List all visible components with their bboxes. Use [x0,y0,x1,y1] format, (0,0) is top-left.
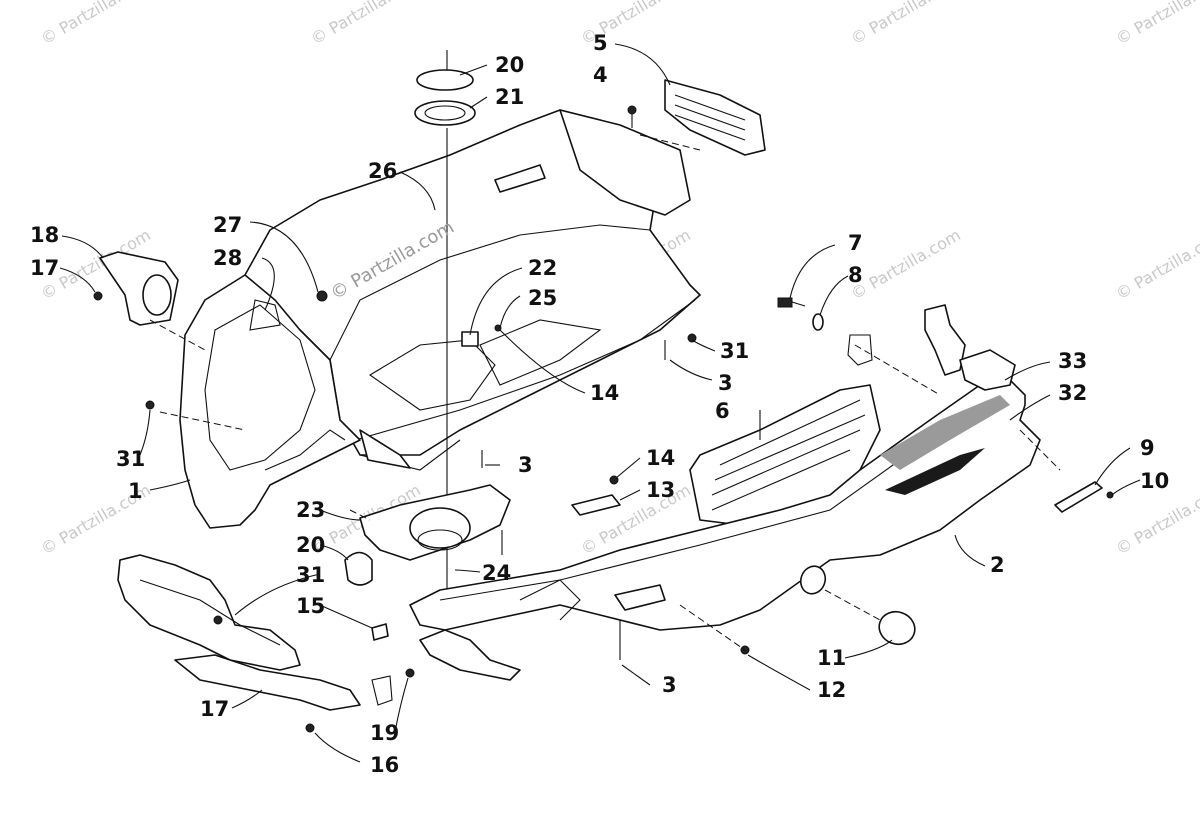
watermark: © Partzilla.com [308,0,424,48]
callout-15: 15 [296,594,325,618]
screw-31-icon [213,615,223,625]
screw-31-icon [145,400,155,410]
callout-16: 16 [370,753,399,777]
plate-part-25 [359,484,511,561]
callout-23: 21 [495,85,524,109]
callout-1: 1 [128,479,143,503]
callout-2: 2 [990,553,1005,577]
callout-5: 5 [593,31,608,55]
cap-part-11 [799,565,916,646]
screw-10-icon [1106,491,1114,499]
slot-icon [494,164,546,193]
callout-26: 24 [482,561,511,585]
watermark: © Partzilla.com [848,225,964,303]
assembly-lines [149,134,1061,651]
belly-pan-part-28 [244,109,701,471]
callout-10: 10 [1140,469,1169,493]
fasteners [145,105,1114,733]
callout-22: 20 [495,53,524,77]
clamp-part-19 [344,551,373,586]
callout-25: 23 [296,498,325,522]
bracket-13-icon [571,494,621,516]
callout-12: 12 [817,678,846,702]
callout-21: 18 [30,223,59,247]
watermark: © Partzilla.com [38,0,154,48]
callout-7: 7 [848,231,863,255]
screw-16-icon [305,723,315,733]
callout-3a: 3 [718,371,733,395]
bumper-part-17 [117,554,361,711]
boot-opening [142,274,172,316]
running-board-part-2 [409,379,1041,681]
badge-part-9 [1054,481,1103,513]
callout-24: 22 [528,256,557,280]
callout-31a: 31 [720,339,749,363]
callout-11: 11 [817,646,846,670]
callout-labels: 20 21 5 4 26 27 28 18 17 22 25 14 31 3 3… [30,31,1169,777]
callout-29: 27 [213,213,242,237]
callout-8: 8 [848,263,863,287]
bracket-24 [461,331,479,347]
vent-grille-part-5 [559,79,766,216]
nut-18-icon [405,668,415,678]
watermark: © Partzilla.com [1113,225,1200,303]
callout-20: 17 [30,256,59,280]
callout-3b: 3 [518,453,533,477]
callout-30: 28 [213,246,242,270]
bolt-part-7 [777,297,873,366]
ring-22 [416,69,474,91]
callout-19: 20 [296,533,325,557]
screw-4-icon [627,105,637,115]
bracket-15-icon [371,623,389,641]
callout-27: 25 [528,286,557,310]
watermark: © Partzilla.com [848,0,964,48]
callout-6: 6 [715,399,730,423]
watermark: © Partzilla.com [1113,0,1200,48]
trim-part-32-33 [924,304,1016,391]
callout-17: 17 [200,697,229,721]
screw-icon [93,291,103,301]
boot-part-21 [93,251,179,326]
screw-31-icon [687,333,697,343]
callout-9: 9 [1140,436,1155,460]
callout-33: 33 [1058,349,1087,373]
grommet-icon [316,290,328,302]
callout-13: 13 [646,478,675,502]
callout-leaders [59,43,1141,763]
callout-28: 26 [368,159,397,183]
callout-32: 32 [1058,381,1087,405]
ring-23 [414,100,476,126]
callout-31c: 31 [296,563,325,587]
callout-3c: 3 [662,673,677,697]
callout-14a: 14 [590,381,619,405]
washer-14-icon [494,324,502,332]
washer-icon [812,313,824,331]
bolt-icon [777,297,793,308]
callout-18: 19 [370,721,399,745]
callout-14b: 14 [646,446,675,470]
callout-31b: 31 [116,447,145,471]
callout-4: 4 [593,63,608,87]
